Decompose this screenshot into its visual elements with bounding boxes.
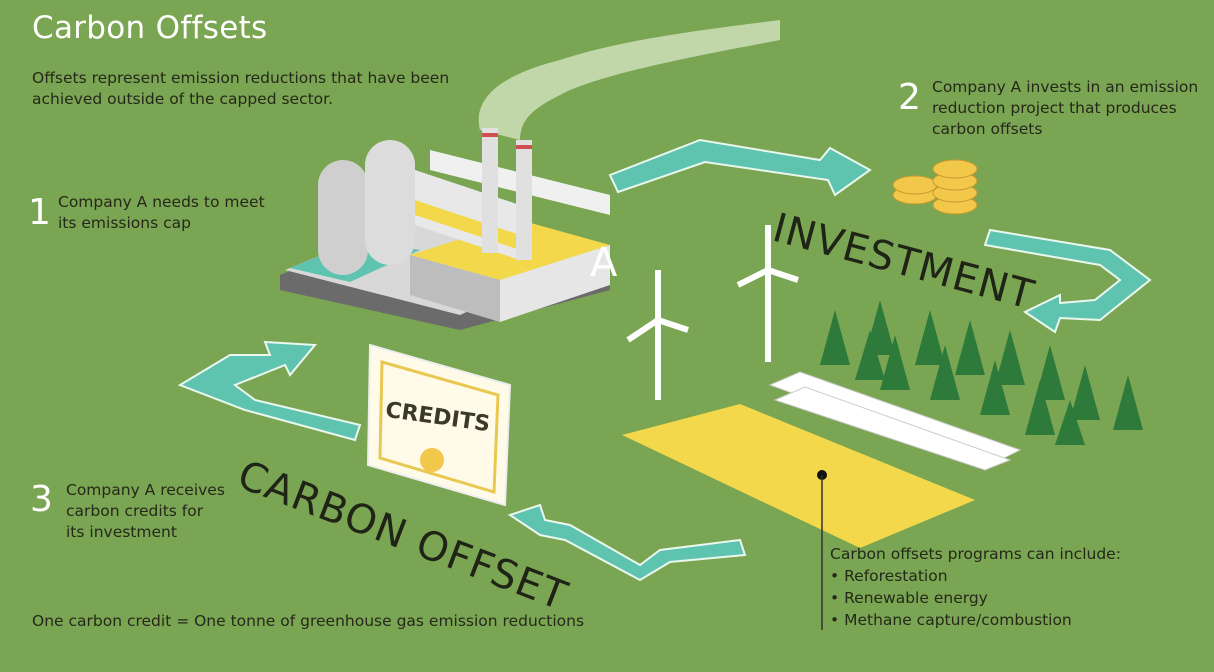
step-1-text: Company A needs to meet its emissions ca…: [58, 193, 265, 232]
smoke: [478, 20, 780, 140]
step-3-number: 3: [30, 479, 53, 520]
left-arrow: [177, 340, 362, 442]
step-2-number: 2: [898, 77, 921, 118]
bottom-arrow: [507, 503, 747, 582]
factory-label: A: [590, 240, 618, 286]
step-2-text: Company A invests in an emission reducti…: [932, 78, 1199, 138]
solar-panels: [768, 371, 1022, 471]
wind-turbines: [626, 225, 799, 400]
right-arrow: [983, 228, 1152, 334]
forest: [820, 300, 1143, 445]
program-item: Renewable energy: [830, 587, 1121, 609]
programs-list: Carbon offsets programs can include: Ref…: [830, 543, 1121, 631]
coins-icon: [892, 159, 978, 215]
investment-arrow: [608, 138, 872, 197]
program-item: Reforestation: [830, 565, 1121, 587]
step-1-number: 1: [28, 192, 51, 233]
credits-certificate: [366, 343, 512, 507]
factory: [280, 128, 610, 330]
program-item: Methane capture/combustion: [830, 609, 1121, 631]
footer-note: One carbon credit = One tonne of greenho…: [32, 612, 585, 630]
intro-text: Offsets represent emission reductions th…: [32, 69, 450, 108]
step-3-text: Company A receives carbon credits for it…: [66, 481, 225, 541]
page-title: Carbon Offsets: [32, 10, 268, 46]
crop-field: [622, 404, 975, 548]
programs-heading: Carbon offsets programs can include:: [830, 545, 1121, 563]
